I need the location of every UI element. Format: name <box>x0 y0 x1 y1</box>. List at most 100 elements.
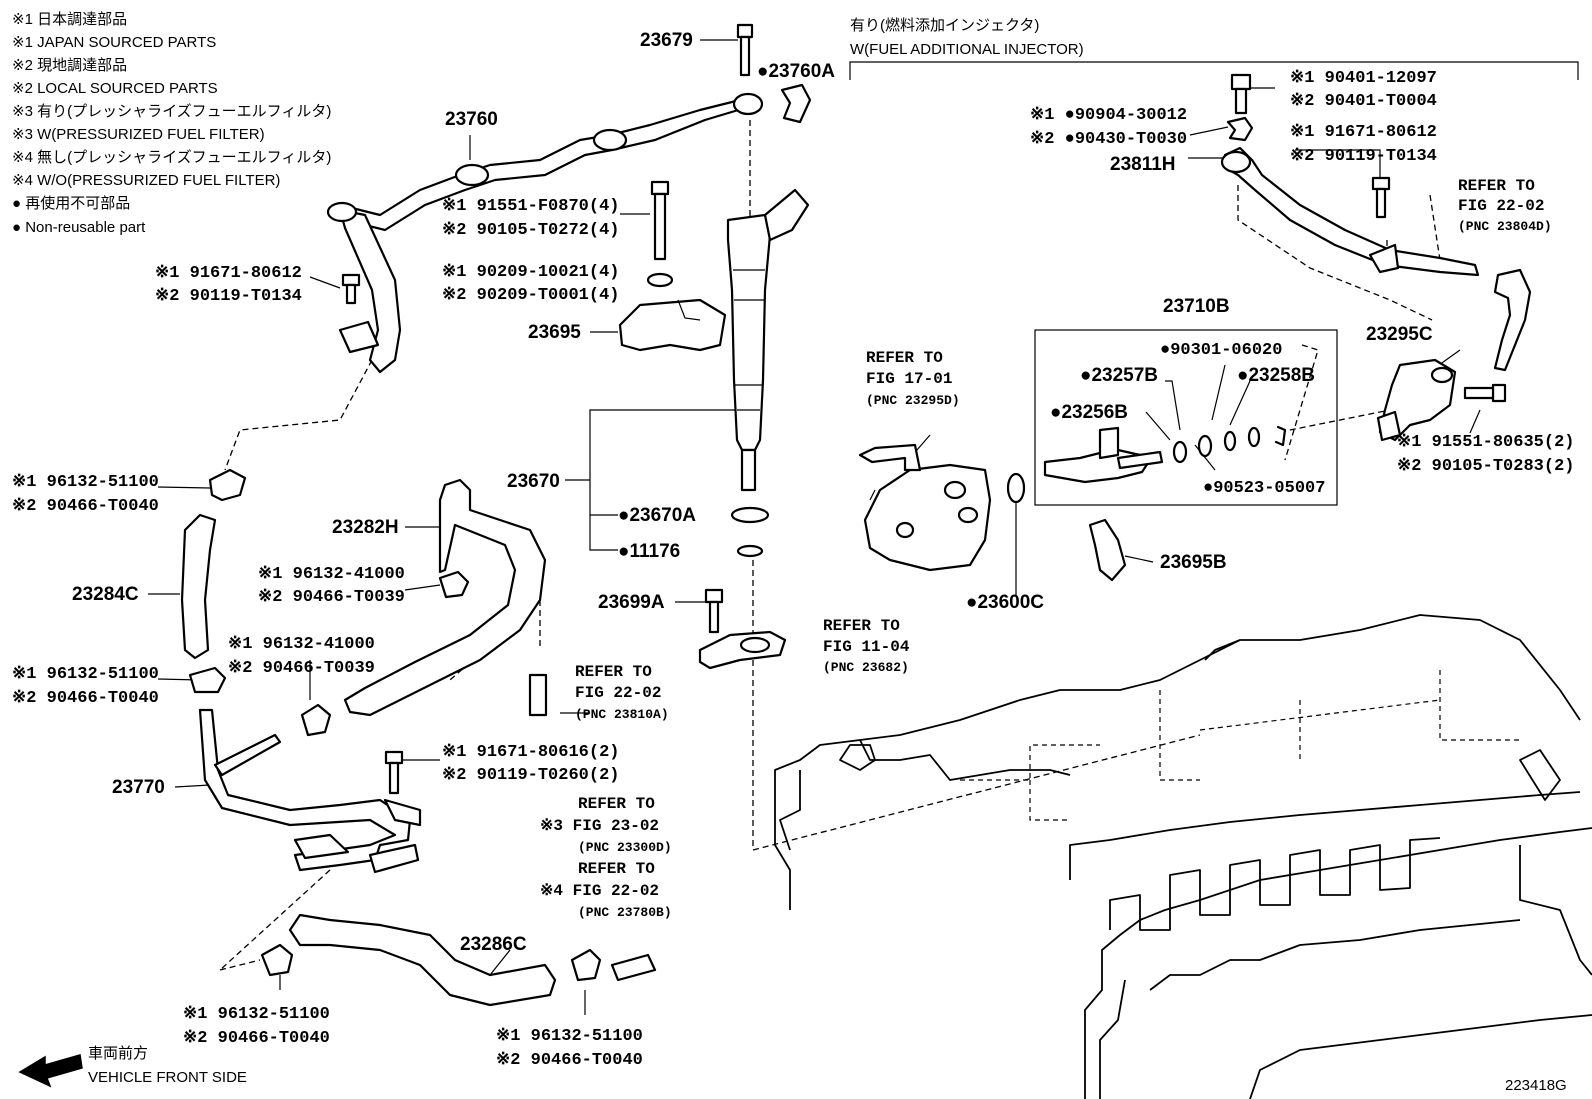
reference-notes: REFER TO FIG 22-02 (PNC 23804D) REFER TO… <box>540 177 1552 920</box>
bolt-23699a-icon <box>704 588 724 634</box>
vehicle-front-arrow-icon <box>18 1054 83 1088</box>
fuel-pump-icon <box>858 443 992 572</box>
clamp-middle-icon <box>300 703 332 737</box>
vehicle-front-label-en: VEHICLE FRONT SIDE <box>88 1069 247 1086</box>
label-90466-t0040-a: ※2 90466-T0040 <box>12 497 159 516</box>
ref-note-23300d: REFER TO ※3 FIG 23-02 (PNC 23300D) <box>540 795 672 855</box>
legend-line-8: ※4 W/O(PRESSURIZED FUEL FILTER) <box>12 172 280 189</box>
label-23670: 23670 <box>507 471 560 492</box>
ref-note-23810a: REFER TO FIG 22-02 (PNC 23810A) <box>575 663 669 722</box>
ring-23258b-icon <box>1247 426 1261 448</box>
label-90904-jp: ※1 ●90904-30012 <box>1030 106 1187 125</box>
label-90119-t0260: ※2 90119-T0260(2) <box>442 766 619 785</box>
legend-line-10: ● Non-reusable part <box>12 219 146 236</box>
pipe-to-23804d-icon <box>1493 268 1532 372</box>
washer-90209-icon <box>646 272 674 288</box>
bracket-label-en: W(FUEL ADDITIONAL INJECTOR) <box>850 41 1084 58</box>
ref-note-23780b: REFER TO ※4 FIG 22-02 (PNC 23780B) <box>540 860 672 920</box>
ref-note-23804d-line3: (PNC 23804D) <box>1458 219 1552 234</box>
fuel-additional-injector-icon <box>1043 426 1164 484</box>
housing-23295c-icon <box>1376 358 1457 442</box>
gasket-90904-icon <box>1226 116 1254 142</box>
clamp-bottom-left-icon <box>260 943 294 977</box>
hose-23282h-icon <box>343 478 547 717</box>
o-ring-23256b-icon <box>1172 440 1188 464</box>
label-96132-51100-e: ※1 96132-51100 <box>183 1005 330 1024</box>
clamp-upper-left-icon <box>208 468 247 502</box>
ref-note-23780b-line3: (PNC 23780B) <box>578 905 672 920</box>
bracket-fuel-additional-injector: 有り(燃料添加インジェクタ) W(FUEL ADDITIONAL INJECTO… <box>849 16 1579 80</box>
ref-note-23682-line3: (PNC 23682) <box>823 660 909 675</box>
label-91551-right-jp: ※1 91551-80635(2) <box>1397 433 1574 452</box>
ref-note-23295d-line3: (PNC 23295D) <box>866 393 960 408</box>
ref-note-23804d-line2: FIG 22-02 <box>1458 197 1544 215</box>
ref-note-23300d-line1: REFER TO <box>578 795 655 813</box>
label-23710b: 23710B <box>1163 296 1230 317</box>
label-96132-51100-d: ※1 96132-51100 <box>12 665 159 684</box>
ref-note-23810a-line3: (PNC 23810A) <box>575 707 669 722</box>
label-90523: ●90523-05007 <box>1203 479 1325 498</box>
bolt-91551-right-icon <box>1463 383 1507 403</box>
label-23257b: ●23257B <box>1080 365 1158 386</box>
label-90209-local: ※2 90209-T0001(4) <box>442 286 619 305</box>
label-23600c: ●23600C <box>966 592 1044 613</box>
o-ring-23670a-icon <box>730 506 770 524</box>
parts <box>18 23 1532 1088</box>
label-90430-local: ※2 ●90430-T0030 <box>1030 130 1187 149</box>
hose-23284c-icon <box>180 513 217 660</box>
label-96132-51100-f: ※1 96132-51100 <box>496 1027 643 1046</box>
label-90301: ●90301-06020 <box>1160 341 1282 360</box>
injector-flange-icon <box>698 630 787 670</box>
label-23286c: 23286C <box>460 934 527 955</box>
ref-note-23810a-line2: FIG 22-02 <box>575 684 661 702</box>
legend-line-2: ※1 JAPAN SOURCED PARTS <box>12 34 216 51</box>
label-11176: ●11176 <box>618 541 680 562</box>
label-23811h: 23811H <box>1110 154 1176 175</box>
bracket-label-jp: 有り(燃料添加インジェクタ) <box>850 16 1039 34</box>
label-23295c: 23295C <box>1366 324 1433 345</box>
ref-note-23682: REFER TO FIG 11-04 (PNC 23682) <box>823 617 910 675</box>
label-90401-jp: ※1 90401-12097 <box>1290 69 1437 88</box>
label-23760a: ●23760A <box>757 61 835 82</box>
ref-note-23300d-line3: (PNC 23300D) <box>578 840 672 855</box>
assembly-lines <box>219 120 1441 971</box>
bolt-91671-left-icon <box>341 273 361 305</box>
hose-23286c-icon <box>288 913 557 1007</box>
injector-23710b-group-box <box>1034 329 1338 506</box>
label-23695b: 23695B <box>1160 552 1227 573</box>
label-91551-jp: ※1 91551-F0870(4) <box>442 197 619 216</box>
legend: ※1 日本調達部品 ※1 JAPAN SOURCED PARTS ※2 現地調達… <box>12 11 331 236</box>
label-23699a: 23699A <box>598 592 665 613</box>
legend-line-1: ※1 日本調達部品 <box>12 11 127 28</box>
bolt-91671-lower-icon <box>384 750 404 795</box>
fuel-pipe-23811h-icon <box>1220 146 1480 277</box>
label-23760: 23760 <box>445 109 498 130</box>
ref-note-23810a-line1: REFER TO <box>575 663 652 681</box>
label-23284c: 23284C <box>72 584 139 605</box>
label-90119-local: ※2 90119-T0134 <box>155 287 302 306</box>
label-91671-jp: ※1 91671-80612 <box>155 264 302 283</box>
ref-note-23295d: REFER TO FIG 17-01 (PNC 23295D) <box>866 349 960 408</box>
washer-90301-icon <box>1223 430 1237 452</box>
legend-line-3: ※2 現地調達部品 <box>12 57 127 74</box>
figure-id: 223418G <box>1505 1077 1567 1094</box>
label-23256b: ●23256B <box>1050 402 1128 423</box>
ref-note-23780b-line2: ※4 FIG 22-02 <box>540 882 659 900</box>
washer-11176-icon <box>736 544 764 558</box>
bolt-90401-icon <box>1230 73 1252 115</box>
label-23670a: ●23670A <box>618 505 696 526</box>
label-90466-t0039-b: ※2 90466-T0039 <box>258 588 405 607</box>
clamp-bottom-right-icon <box>570 948 602 982</box>
label-91671-80616: ※1 91671-80616(2) <box>442 743 619 762</box>
vehicle-front-label-jp: 車両前方 <box>88 1045 148 1062</box>
ref-note-23682-line2: FIG 11-04 <box>823 638 910 656</box>
injector-clamp-23695b-icon <box>1088 518 1127 582</box>
fuel-injector-23670-icon <box>726 188 810 492</box>
ref-note-23804d-line1: REFER TO <box>1458 177 1535 195</box>
ring-23257b-icon <box>1197 434 1213 458</box>
label-96132-41000-c: ※1 96132-41000 <box>228 635 375 654</box>
label-90105-local: ※2 90105-T0272(4) <box>442 221 619 240</box>
ref-note-23804d: REFER TO FIG 22-02 (PNC 23804D) <box>1458 177 1552 234</box>
ref-note-23682-line1: REFER TO <box>823 617 900 635</box>
